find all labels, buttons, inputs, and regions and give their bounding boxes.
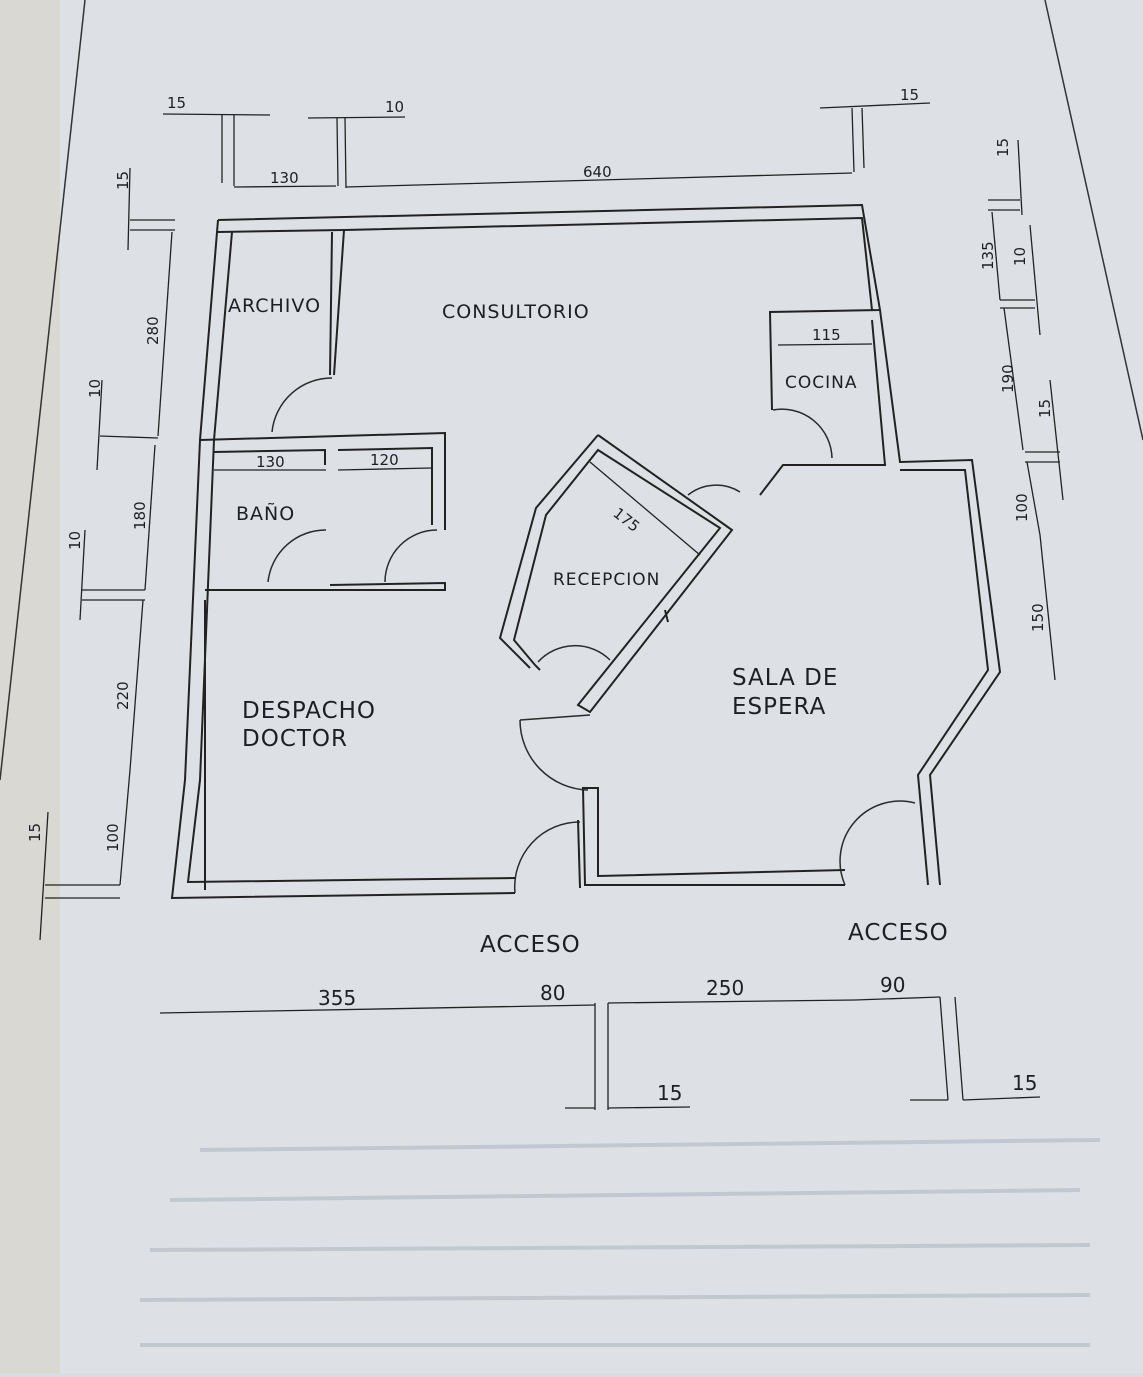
dim-left-3: 180	[131, 501, 149, 530]
dim-top-4: 15	[900, 86, 919, 104]
dim-bottom-5: 15	[1012, 1071, 1037, 1095]
dim-left-6: 15	[26, 823, 44, 842]
label-acceso-right: ACCESO	[848, 920, 949, 946]
room-recepcion: RECEPCION	[553, 570, 660, 590]
dim-top-3: 640	[583, 163, 612, 181]
dim-left-7: 100	[104, 823, 122, 852]
dim-left-4: 10	[66, 531, 84, 550]
dim-top-0: 15	[167, 94, 186, 112]
dim-interior-1: 130	[256, 453, 285, 471]
dim-top-1: 10	[385, 98, 404, 116]
dim-right-0: 15	[994, 138, 1012, 157]
dim-bottom-3: 90	[880, 973, 905, 997]
sheet-border-right	[1044, 0, 1143, 441]
room-despacho-line1: DESPACHO	[242, 698, 376, 724]
dim-right-4: 15	[1036, 399, 1054, 418]
walls	[170, 203, 1002, 900]
dim-right-6: 150	[1029, 603, 1047, 632]
dim-bottom-4: 15	[657, 1081, 682, 1105]
dim-bottom-2: 250	[706, 976, 744, 1000]
dim-right-3: 190	[999, 364, 1017, 393]
dimension-lines	[39, 102, 1064, 1110]
room-cocina: COCINA	[785, 373, 857, 393]
room-despacho-line2: DOCTOR	[242, 726, 348, 752]
room-consultorio: CONSULTORIO	[442, 301, 590, 323]
dim-left-5: 220	[114, 681, 132, 710]
dim-left-1: 280	[144, 316, 162, 345]
dim-bottom-1: 80	[540, 981, 565, 1005]
room-sala-line1: SALA DE	[732, 665, 838, 691]
dim-left-2: 10	[86, 379, 104, 398]
dim-interior-2: 120	[370, 451, 399, 469]
background-typed-text	[139, 1138, 1101, 1347]
dim-top-2: 130	[270, 169, 299, 187]
dim-right-5: 100	[1013, 493, 1031, 522]
room-sala-line2: ESPERA	[732, 694, 826, 720]
dim-right-1: 135	[979, 241, 997, 270]
label-acceso-left: ACCESO	[480, 932, 581, 958]
room-bano: BAÑO	[236, 502, 295, 525]
dim-bottom-0: 355	[318, 986, 356, 1010]
dimension-labels: 15 10 130 640 15 15 280 10 180 10 220 15…	[26, 86, 1054, 1105]
sheet-border-left	[0, 0, 86, 781]
door-swings	[267, 377, 916, 894]
room-archivo: ARCHIVO	[228, 295, 321, 317]
dim-right-2: 10	[1011, 247, 1029, 266]
dim-interior-0: 115	[812, 326, 841, 344]
dim-left-0: 15	[114, 171, 132, 190]
